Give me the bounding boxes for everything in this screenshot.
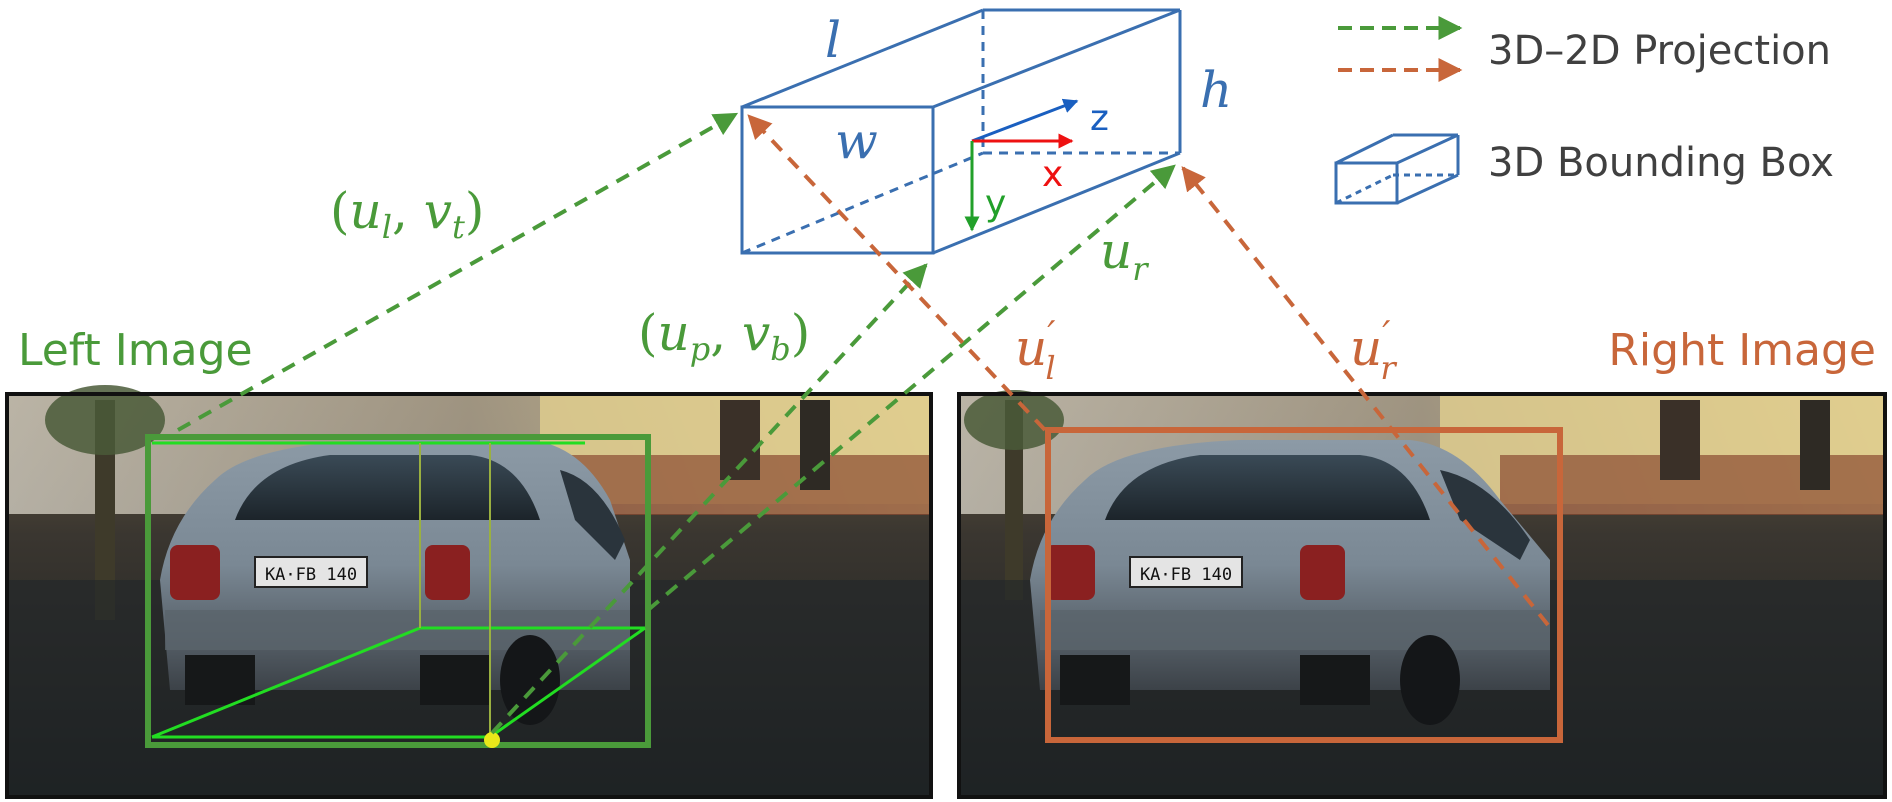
left-image-title: Left Image bbox=[18, 325, 253, 376]
axis-x-label: x bbox=[1042, 154, 1063, 195]
svg-text:(ul, vt): (ul, vt) bbox=[330, 182, 484, 246]
car-left: KA·FB 140 bbox=[160, 440, 630, 725]
legend-box-icon bbox=[1334, 133, 1460, 205]
axis-z-arrow bbox=[971, 98, 1079, 143]
length-label: l bbox=[825, 11, 841, 69]
width-label: w bbox=[835, 112, 878, 170]
label-ur: ur bbox=[1100, 222, 1149, 288]
right-2d-bounding-box bbox=[1045, 427, 1563, 743]
left-2d-bounding-box bbox=[145, 434, 651, 748]
label-ul-vt: (ul, vt) bbox=[330, 182, 484, 246]
object-axes: z x y bbox=[964, 98, 1109, 232]
legend: 3D–2D Projection 3D Bounding Box bbox=[1334, 16, 1834, 205]
right-image-panel: KA·FB 140 bbox=[957, 390, 1887, 799]
label-ul-prime: u′l bbox=[1015, 315, 1056, 387]
legend-projection-label: 3D–2D Projection bbox=[1488, 28, 1831, 74]
right-image-title: Right Image bbox=[1608, 325, 1876, 376]
projection-arrows-orange bbox=[747, 114, 1550, 627]
svg-text:u′l: u′l bbox=[1015, 315, 1056, 387]
svg-text:u′r: u′r bbox=[1350, 315, 1397, 387]
left-image-panel: KA·FB 140 bbox=[5, 385, 933, 799]
svg-text:ur: ur bbox=[1100, 222, 1149, 288]
license-plate-right: KA·FB 140 bbox=[1140, 565, 1232, 585]
bottom-center-point bbox=[484, 732, 500, 748]
axis-y-label: y bbox=[985, 183, 1006, 224]
legend-bbox-label: 3D Bounding Box bbox=[1488, 140, 1834, 186]
axis-z-label: z bbox=[1090, 98, 1109, 139]
height-label: h bbox=[1200, 61, 1232, 119]
license-plate-left: KA·FB 140 bbox=[265, 565, 357, 585]
3d-bounding-box bbox=[740, 8, 1182, 255]
label-up-vb: (up, vb) bbox=[638, 304, 810, 368]
label-ur-prime: u′r bbox=[1350, 315, 1397, 387]
projection-arrows-green bbox=[177, 112, 1176, 735]
svg-text:(up, vb): (up, vb) bbox=[638, 304, 810, 368]
left-projected-3d-box bbox=[151, 441, 646, 739]
car-right: KA·FB 140 bbox=[1030, 440, 1550, 725]
